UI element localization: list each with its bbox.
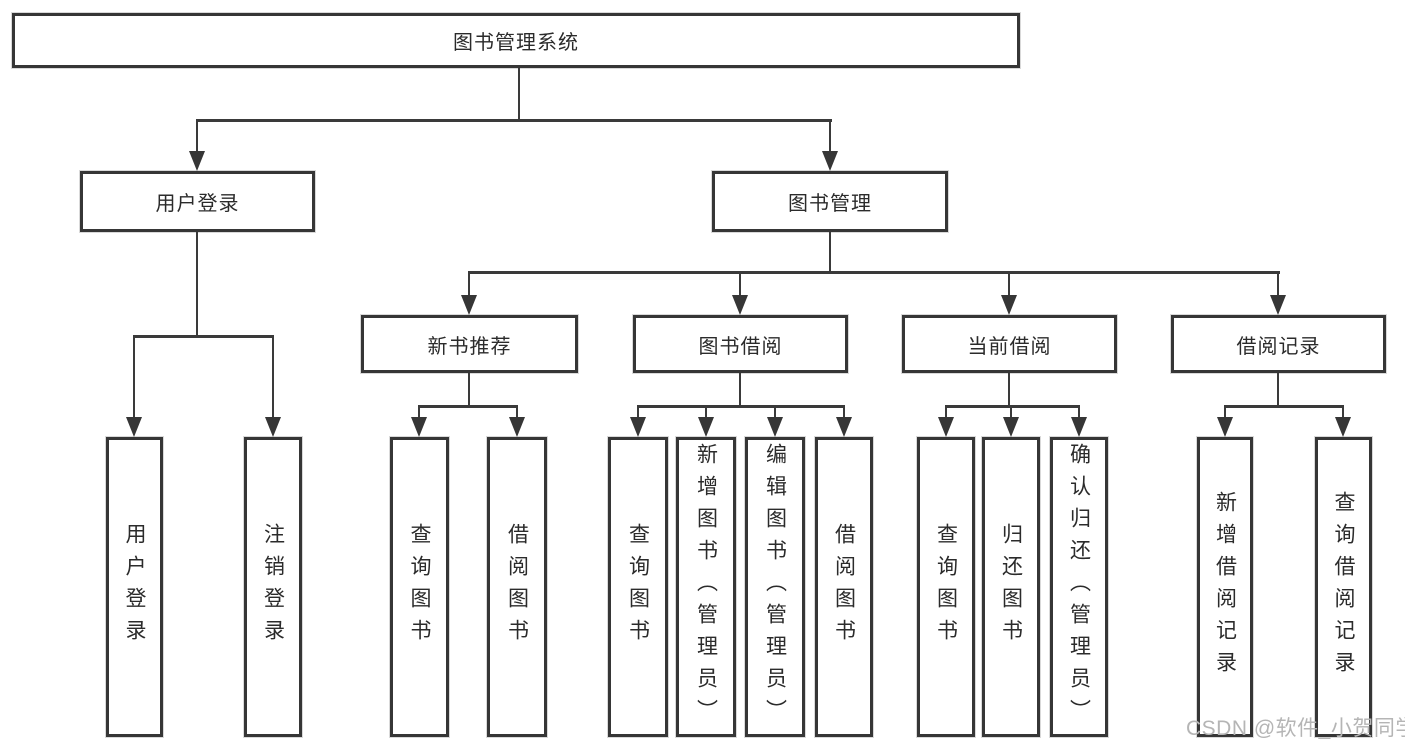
- arrowhead-icon: [732, 295, 748, 315]
- arrowhead-icon: [938, 417, 954, 437]
- connector-line: [1224, 407, 1226, 418]
- csdn-watermark: CSDN @软件_小贺同学: [1186, 717, 1405, 740]
- node-current-borrow-label: 当前借阅: [967, 335, 1052, 358]
- node-current-borrow: 当前借阅: [902, 315, 1117, 373]
- connector-line: [272, 337, 274, 418]
- node-new-book-recommend-label: 新书推荐: [427, 335, 512, 358]
- connector-line: [739, 373, 741, 407]
- leaf-borrow-books-label: 借阅图书: [832, 523, 856, 651]
- connector-line: [1008, 273, 1010, 296]
- arrowhead-icon: [822, 151, 838, 171]
- leaf-current-query-books-label: 查询图书: [934, 523, 958, 651]
- arrowhead-icon: [836, 417, 852, 437]
- node-user-login-label: 用户登录: [155, 193, 240, 215]
- leaf-user-login-label: 用户登录: [123, 523, 146, 651]
- leaf-borrow-books: 借阅图书: [815, 437, 873, 737]
- leaf-query-borrow-record: 查询借阅记录: [1315, 437, 1372, 737]
- arrowhead-icon: [1001, 295, 1017, 315]
- leaf-recommend-query-books: 查询图书: [390, 437, 449, 737]
- node-book-borrow: 图书借阅: [633, 315, 848, 373]
- node-user-login: 用户登录: [80, 171, 315, 232]
- leaf-return-books-label: 归还图书: [999, 523, 1023, 651]
- connector-line: [418, 405, 518, 408]
- leaf-add-books-admin-label: 新增图书（管理员）: [694, 443, 718, 731]
- leaf-recommend-borrow-books: 借阅图书: [487, 437, 547, 737]
- connector-line: [133, 335, 274, 338]
- leaf-return-books: 归还图书: [982, 437, 1040, 737]
- leaf-current-query-books: 查询图书: [917, 437, 975, 737]
- connector-line: [1008, 373, 1010, 407]
- connector-line: [1342, 407, 1344, 418]
- arrowhead-icon: [1071, 417, 1087, 437]
- node-borrow-records-label: 借阅记录: [1236, 335, 1321, 358]
- connector-line: [774, 407, 776, 418]
- connector-line: [418, 407, 420, 418]
- arrowhead-icon: [1270, 295, 1286, 315]
- leaf-add-borrow-record-label: 新增借阅记录: [1213, 491, 1237, 683]
- arrowhead-icon: [461, 295, 477, 315]
- arrowhead-icon: [1217, 417, 1233, 437]
- connector-line: [829, 232, 831, 273]
- node-book-management: 图书管理: [712, 171, 948, 232]
- arrowhead-icon: [630, 417, 646, 437]
- connector-line: [739, 273, 741, 296]
- leaf-recommend-borrow-books-label: 借阅图书: [505, 523, 529, 651]
- node-book-management-label: 图书管理: [788, 193, 872, 215]
- leaf-borrow-query-books-label: 查询图书: [626, 523, 650, 651]
- arrowhead-icon: [411, 417, 427, 437]
- node-new-book-recommend: 新书推荐: [361, 315, 578, 373]
- connector-line: [133, 337, 135, 418]
- connector-line: [1277, 273, 1279, 296]
- connector-line: [1010, 407, 1012, 418]
- leaf-confirm-return-admin-label: 确认归还（管理员）: [1067, 443, 1091, 731]
- connector-line: [1224, 405, 1344, 408]
- connector-line: [518, 68, 520, 121]
- arrowhead-icon: [126, 417, 142, 437]
- leaf-add-borrow-record: 新增借阅记录: [1197, 437, 1253, 737]
- node-book-borrow-label: 图书借阅: [698, 335, 783, 358]
- arrowhead-icon: [509, 417, 525, 437]
- connector-line: [468, 273, 470, 296]
- leaf-edit-books-admin: 编辑图书（管理员）: [745, 437, 805, 737]
- connector-line: [1277, 373, 1279, 407]
- leaf-query-borrow-record-label: 查询借阅记录: [1332, 491, 1355, 683]
- arrowhead-icon: [265, 417, 281, 437]
- connector-line: [516, 407, 518, 418]
- connector-line: [196, 121, 198, 153]
- leaf-logout-label: 注销登录: [261, 523, 285, 651]
- arrowhead-icon: [767, 417, 783, 437]
- connector-line: [468, 373, 470, 407]
- connector-line: [196, 119, 832, 122]
- connector-line: [637, 405, 845, 408]
- arrowhead-icon: [698, 417, 714, 437]
- connector-line: [705, 407, 707, 418]
- connector-line: [468, 271, 1280, 274]
- connector-line: [945, 405, 1080, 408]
- leaf-confirm-return-admin: 确认归还（管理员）: [1050, 437, 1108, 737]
- node-root-label: 图书管理系统: [453, 32, 579, 54]
- leaf-borrow-query-books: 查询图书: [608, 437, 668, 737]
- connector-line: [637, 407, 639, 418]
- connector-line: [1078, 407, 1080, 418]
- node-root: 图书管理系统: [12, 13, 1020, 68]
- connector-line: [843, 407, 845, 418]
- leaf-add-books-admin: 新增图书（管理员）: [676, 437, 736, 737]
- leaf-logout: 注销登录: [244, 437, 302, 737]
- leaf-user-login: 用户登录: [106, 437, 163, 737]
- leaf-recommend-query-books-label: 查询图书: [408, 523, 431, 651]
- connector-line: [829, 121, 831, 153]
- arrowhead-icon: [1003, 417, 1019, 437]
- arrowhead-icon: [189, 151, 205, 171]
- arrowhead-icon: [1335, 417, 1351, 437]
- connector-line: [196, 232, 198, 337]
- leaf-edit-books-admin-label: 编辑图书（管理员）: [763, 443, 787, 731]
- node-borrow-records: 借阅记录: [1171, 315, 1386, 373]
- connector-line: [945, 407, 947, 418]
